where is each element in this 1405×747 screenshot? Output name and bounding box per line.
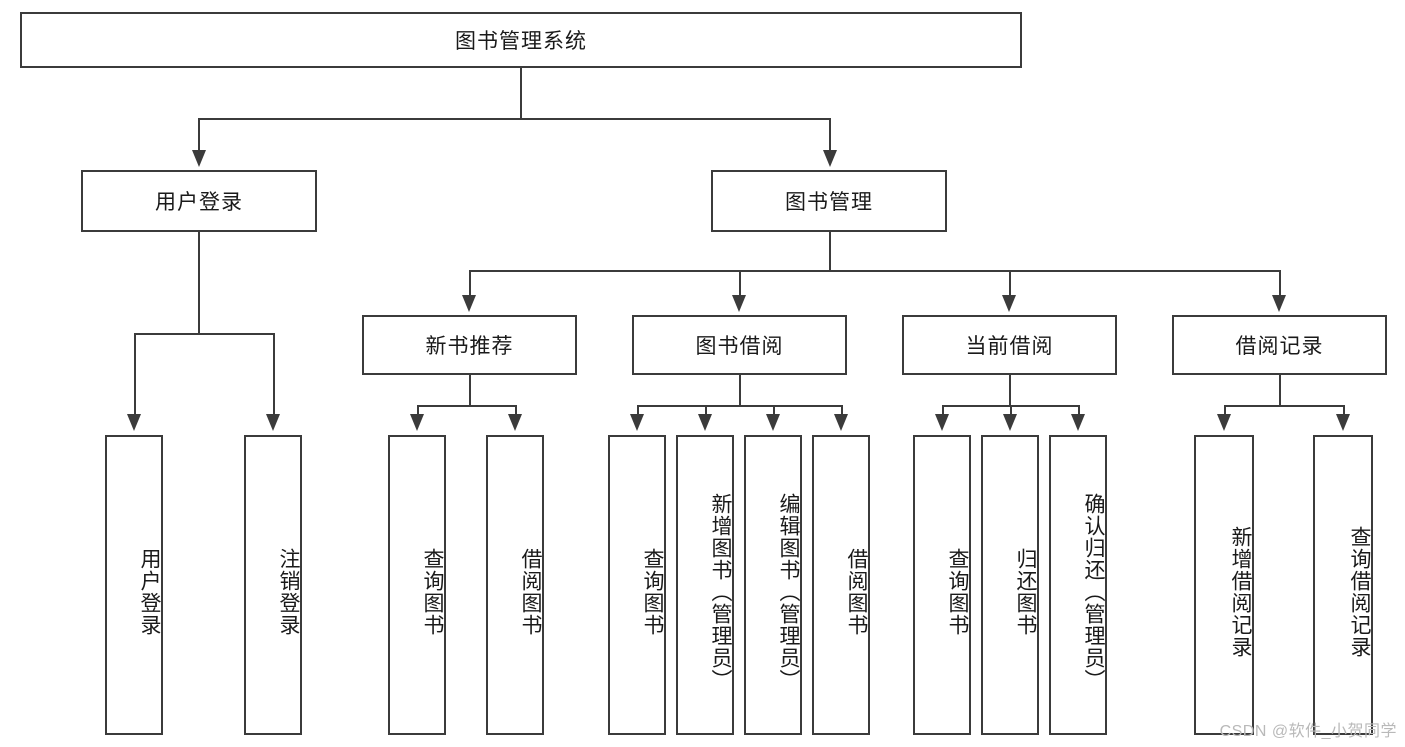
edge-new-books-stem	[469, 375, 471, 405]
leaf-logout[interactable]: 注销登录	[244, 435, 302, 735]
node-user-login-label: 用户登录	[155, 191, 243, 214]
arrow-book-mgmt-to-new-books	[462, 295, 476, 312]
arrow-user-login-to-leaf-2	[266, 414, 280, 431]
leaf-query-borrow-record[interactable]: 查询借阅记录	[1313, 435, 1373, 735]
edge-records-to-leaf-1	[1224, 405, 1226, 418]
edge-book-mgmt-to-new-books	[469, 270, 471, 298]
node-new-book-recommend[interactable]: 新书推荐	[362, 315, 577, 375]
node-current-borrow[interactable]: 当前借阅	[902, 315, 1117, 375]
leaf-query-books-borrow-label: 查询图书	[641, 548, 664, 636]
arrow-current-to-leaf-3	[1071, 414, 1085, 431]
edge-records-stem	[1279, 375, 1281, 405]
node-root-label: 图书管理系统	[455, 30, 587, 53]
leaf-edit-book-admin[interactable]: 编辑图书（管理员）	[744, 435, 802, 735]
arrow-borrow-to-leaf-3	[766, 414, 780, 431]
leaf-return-books-label: 归还图书	[1014, 548, 1037, 636]
edge-borrow-to-leaf-3	[773, 405, 775, 418]
leaf-add-borrow-record[interactable]: 新增借阅记录	[1194, 435, 1254, 735]
edge-new-books-to-leaf-1	[417, 405, 419, 418]
leaf-query-books-recommend-label: 查询图书	[421, 548, 444, 636]
arrow-book-mgmt-to-current	[1002, 295, 1016, 312]
edge-book-mgmt-to-current	[1009, 270, 1011, 298]
edge-user-login-to-leaf-2	[273, 333, 275, 418]
arrow-records-to-leaf-2	[1336, 414, 1350, 431]
leaf-borrow-books[interactable]: 借阅图书	[812, 435, 870, 735]
edge-records-to-leaf-2	[1343, 405, 1345, 418]
leaf-return-books[interactable]: 归还图书	[981, 435, 1039, 735]
edge-current-to-leaf-3	[1078, 405, 1080, 418]
edge-current-to-leaf-2	[1010, 405, 1012, 418]
edge-book-mgmt-to-records	[1279, 270, 1281, 298]
edge-root-bus	[198, 118, 831, 120]
node-user-login[interactable]: 用户登录	[81, 170, 317, 232]
edge-user-login-stem	[198, 232, 200, 333]
edge-user-login-bus	[134, 333, 273, 335]
node-book-borrow-label: 图书借阅	[695, 335, 784, 358]
arrow-current-to-leaf-1	[935, 414, 949, 431]
arrow-records-to-leaf-1	[1217, 414, 1231, 431]
leaf-query-books-borrow[interactable]: 查询图书	[608, 435, 666, 735]
arrow-new-books-to-leaf-1	[410, 414, 424, 431]
leaf-query-books-current[interactable]: 查询图书	[913, 435, 971, 735]
node-new-book-recommend-label: 新书推荐	[425, 335, 514, 358]
arrow-user-login-to-leaf-1	[127, 414, 141, 431]
edge-borrow-to-leaf-1	[637, 405, 639, 418]
edge-borrow-bus	[637, 405, 841, 407]
leaf-borrow-books-label: 借阅图书	[845, 548, 868, 636]
csdn-watermark: CSDN @软件_小贺同学	[1219, 723, 1397, 740]
edge-current-to-leaf-1	[942, 405, 944, 418]
arrow-new-books-to-leaf-2	[508, 414, 522, 431]
leaf-query-borrow-record-label: 查询借阅记录	[1348, 526, 1371, 658]
edge-root-to-book-mgmt	[829, 118, 831, 154]
edge-borrow-to-leaf-2	[705, 405, 707, 418]
node-book-management-label: 图书管理	[785, 191, 873, 214]
leaf-logout-label: 注销登录	[277, 548, 300, 636]
arrow-current-to-leaf-2	[1003, 414, 1017, 431]
edge-book-mgmt-to-borrow	[739, 270, 741, 298]
node-borrow-records-label: 借阅记录	[1235, 335, 1324, 358]
arrow-root-to-book-mgmt	[823, 150, 837, 167]
node-book-borrow[interactable]: 图书借阅	[632, 315, 847, 375]
leaf-add-book-admin[interactable]: 新增图书（管理员）	[676, 435, 734, 735]
arrow-borrow-to-leaf-2	[698, 414, 712, 431]
leaf-borrow-books-recommend-label: 借阅图书	[519, 548, 542, 636]
leaf-confirm-return-admin[interactable]: 确认归还（管理员）	[1049, 435, 1107, 735]
arrow-book-mgmt-to-records	[1272, 295, 1286, 312]
arrow-borrow-to-leaf-4	[834, 414, 848, 431]
edge-new-books-bus	[417, 405, 515, 407]
edge-borrow-to-leaf-4	[841, 405, 843, 418]
edge-current-stem	[1009, 375, 1011, 405]
leaf-query-books-recommend[interactable]: 查询图书	[388, 435, 446, 735]
arrow-borrow-to-leaf-1	[630, 414, 644, 431]
edge-root-to-user-login	[198, 118, 200, 154]
arrow-book-mgmt-to-borrow	[732, 295, 746, 312]
leaf-add-borrow-record-label: 新增借阅记录	[1229, 526, 1252, 658]
leaf-edit-book-admin-label: 编辑图书（管理员）	[777, 493, 800, 691]
leaf-user-login[interactable]: 用户登录	[105, 435, 163, 735]
node-borrow-records[interactable]: 借阅记录	[1172, 315, 1387, 375]
edge-borrow-stem	[739, 375, 741, 405]
edge-new-books-to-leaf-2	[515, 405, 517, 418]
edge-book-mgmt-bus	[469, 270, 1280, 272]
leaf-confirm-return-admin-label: 确认归还（管理员）	[1082, 493, 1105, 691]
arrow-root-to-user-login	[192, 150, 206, 167]
node-root[interactable]: 图书管理系统	[20, 12, 1022, 68]
edge-book-mgmt-stem	[829, 232, 831, 270]
edge-root-stem	[520, 68, 522, 118]
leaf-borrow-books-recommend[interactable]: 借阅图书	[486, 435, 544, 735]
leaf-user-login-label: 用户登录	[138, 548, 161, 636]
edge-user-login-to-leaf-1	[134, 333, 136, 418]
leaf-add-book-admin-label: 新增图书（管理员）	[709, 493, 732, 691]
leaf-query-books-current-label: 查询图书	[946, 548, 969, 636]
edge-records-bus	[1224, 405, 1343, 407]
node-book-management[interactable]: 图书管理	[711, 170, 947, 232]
node-current-borrow-label: 当前借阅	[965, 335, 1054, 358]
